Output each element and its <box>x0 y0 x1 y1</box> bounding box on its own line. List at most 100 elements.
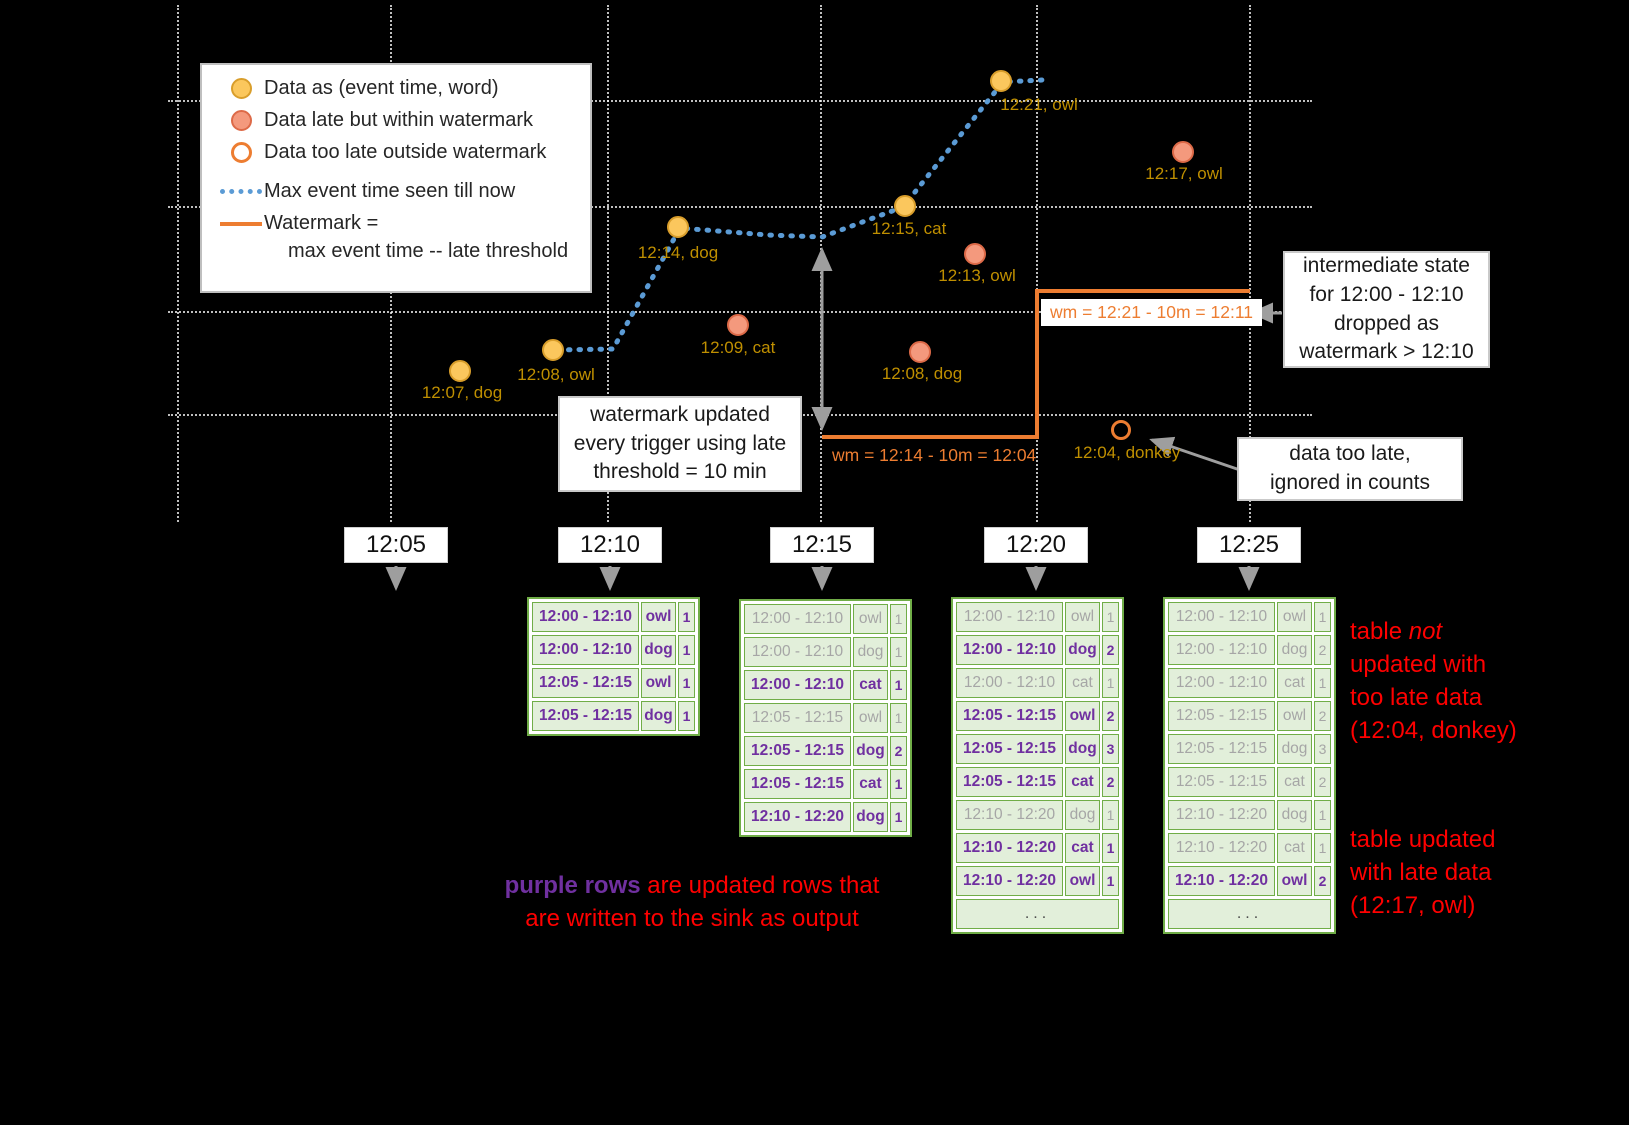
legend-item: Max event time seen till now <box>218 180 574 203</box>
table-cell-window: 12:10 - 12:20 <box>1168 833 1275 863</box>
gridline-horizontal <box>168 206 1312 208</box>
watermark-value-label-1: wm = 12:14 - 10m = 12:04 <box>832 445 1037 465</box>
data-point-label: 12:14, dog <box>637 243 719 262</box>
table-cell-word: owl <box>1277 866 1312 896</box>
table-cell-word: cat <box>1277 833 1312 863</box>
table-cell-word: dog <box>853 637 888 667</box>
table-cell-word: cat <box>853 670 888 700</box>
table-cell-window: 12:10 - 12:20 <box>1168 866 1275 896</box>
callout-intermediate-state: intermediate state for 12:00 - 12:10 dro… <box>1283 251 1490 368</box>
table-cell-word: owl <box>1065 602 1100 632</box>
on-time-data-point <box>667 216 689 238</box>
table-cell-window: 12:05 - 12:15 <box>1168 701 1275 731</box>
watermark-line <box>822 289 1250 439</box>
gridline-vertical <box>177 5 179 522</box>
legend-item: Watermark = <box>218 212 574 235</box>
table-cell-count: 1 <box>678 602 695 632</box>
table-cell-count: 1 <box>1314 668 1331 698</box>
table-cell-count: 1 <box>1314 833 1331 863</box>
too-late-data-point <box>1111 420 1131 440</box>
data-point-label: 12:07, dog <box>421 383 503 402</box>
data-point-label: 12:04, donkey <box>1073 443 1181 462</box>
table-cell-window: 12:10 - 12:20 <box>1168 800 1275 830</box>
table-cell-word: owl <box>641 668 676 698</box>
table-cell-window: 12:05 - 12:15 <box>1168 734 1275 764</box>
table-cell-word: dog <box>1065 635 1100 665</box>
too-late-point-icon <box>218 142 264 163</box>
table-cell-count: 2 <box>1314 866 1331 896</box>
table-cell-count: 2 <box>1102 767 1119 797</box>
table-cell-window: 12:05 - 12:15 <box>532 701 639 731</box>
table-cell-window: 12:05 - 12:15 <box>956 701 1063 731</box>
callout-data-too-late: data too late, ignored in counts <box>1237 437 1463 501</box>
table-cell-window: 12:00 - 12:10 <box>956 602 1063 632</box>
data-point-label: 12:09, cat <box>700 338 776 357</box>
table-cell-word: cat <box>1065 833 1100 863</box>
table-cell-count: 1 <box>678 635 695 665</box>
table-cell-count: 1 <box>1314 800 1331 830</box>
table-cell-window: 12:05 - 12:15 <box>956 734 1063 764</box>
data-point-label: 12:17, owl <box>1145 164 1223 183</box>
table-cell-count: 1 <box>890 604 907 634</box>
table-cell-window: 12:10 - 12:20 <box>956 866 1063 896</box>
table-cell-window: 12:10 - 12:20 <box>956 833 1063 863</box>
legend: Data as (event time, word) Data late but… <box>200 63 592 293</box>
data-point-label: 12:13, owl <box>938 266 1016 285</box>
max-event-time-line-icon <box>218 189 264 194</box>
watermark-line-icon <box>218 221 264 226</box>
table-cell-count: 2 <box>1102 635 1119 665</box>
note-table-not-updated: table not updated with too late data (12… <box>1350 582 1540 748</box>
table-cell-ellipsis: ... <box>956 899 1119 929</box>
table-cell-count: 1 <box>890 802 907 832</box>
table-cell-window: 12:05 - 12:15 <box>956 767 1063 797</box>
trigger-time-label-12:15: 12:15 <box>770 527 874 563</box>
late-data-point <box>909 341 931 363</box>
table-cell-window: 12:00 - 12:10 <box>956 635 1063 665</box>
note-table-updated-late: table updated with late data (12:17, owl… <box>1350 826 1496 920</box>
gridline-vertical <box>1036 5 1038 522</box>
table-cell-window: 12:00 - 12:10 <box>744 670 851 700</box>
table-cell-count: 1 <box>678 701 695 731</box>
gridline-vertical <box>607 5 609 522</box>
table-cell-window: 12:05 - 12:15 <box>532 668 639 698</box>
table-cell-count: 1 <box>890 670 907 700</box>
table-cell-count: 1 <box>1102 668 1119 698</box>
too-late-arrow <box>1149 436 1241 472</box>
max-event-time-line <box>555 77 1045 353</box>
late-data-point <box>1172 141 1194 163</box>
table-cell-word: dog <box>853 802 888 832</box>
late-point-icon <box>218 110 264 131</box>
gridline-horizontal <box>168 311 1312 313</box>
table-ellipsis-row: ... <box>956 899 1119 929</box>
table-cell-word: dog <box>641 701 676 731</box>
table-cell-window: 12:05 - 12:15 <box>744 769 851 799</box>
data-point-label: 12:15, cat <box>871 219 947 238</box>
trigger-time-label-12:20: 12:20 <box>984 527 1088 563</box>
note-purple-rows-highlight: purple rows <box>504 872 641 899</box>
table-ellipsis-row: ... <box>1168 899 1331 929</box>
table-cell-word: dog <box>1277 800 1312 830</box>
table-cell-word: owl <box>1277 701 1312 731</box>
data-point-label: 12:08, owl <box>517 365 595 384</box>
